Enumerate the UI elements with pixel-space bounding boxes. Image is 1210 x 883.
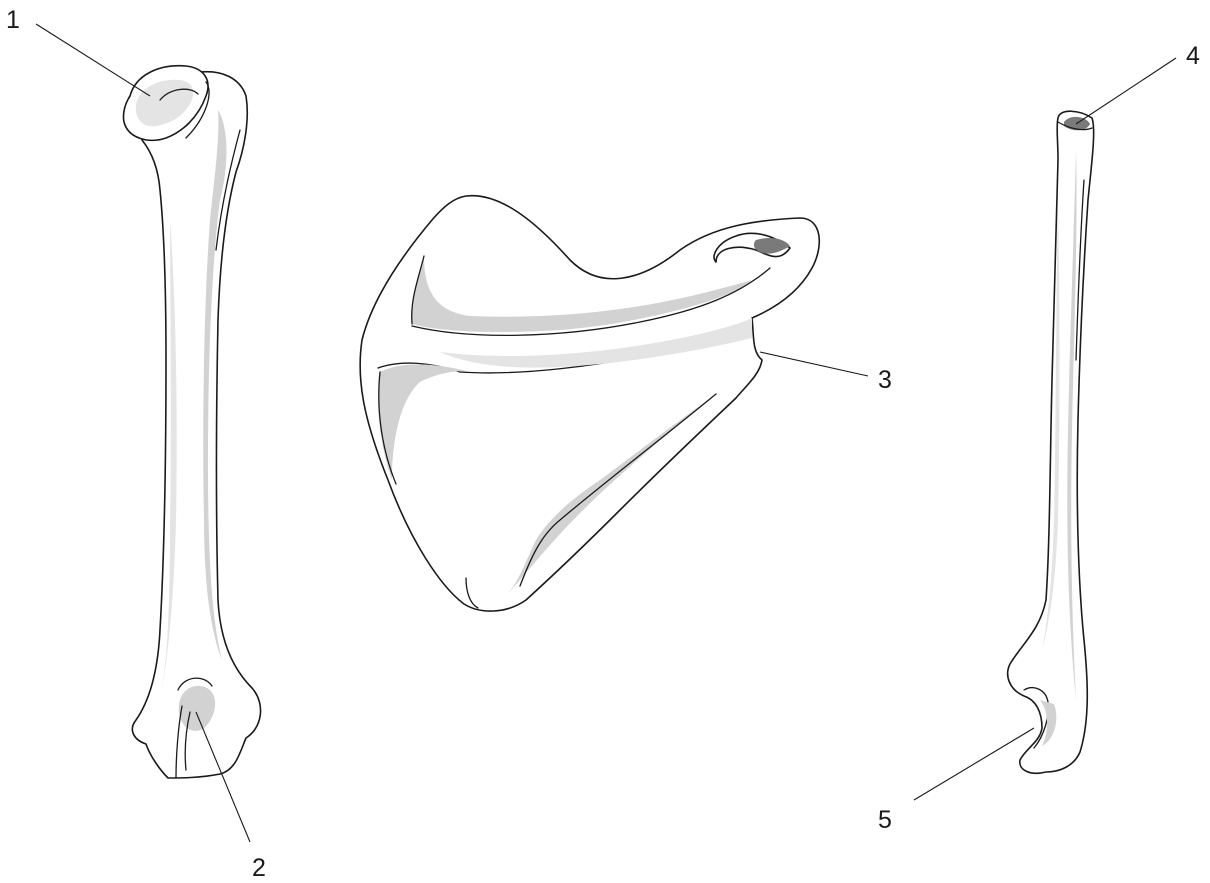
callout-3: 3: [878, 366, 892, 394]
left-bone-outline: [132, 72, 260, 778]
leader-line-3: [760, 352, 868, 376]
callout-2: 2: [252, 854, 266, 882]
leader-line-1: [36, 24, 150, 96]
leader-line-4: [1076, 58, 1176, 124]
callout-4: 4: [1186, 42, 1200, 70]
callout-5: 5: [878, 806, 892, 834]
right-bone-outline: [1008, 111, 1094, 773]
right-bone: [1008, 111, 1094, 773]
left-bone: [123, 66, 260, 778]
center-bone: [360, 196, 819, 611]
scapula-outline: [360, 196, 819, 611]
callout-1: 1: [6, 6, 20, 34]
leader-line-5: [914, 728, 1034, 800]
